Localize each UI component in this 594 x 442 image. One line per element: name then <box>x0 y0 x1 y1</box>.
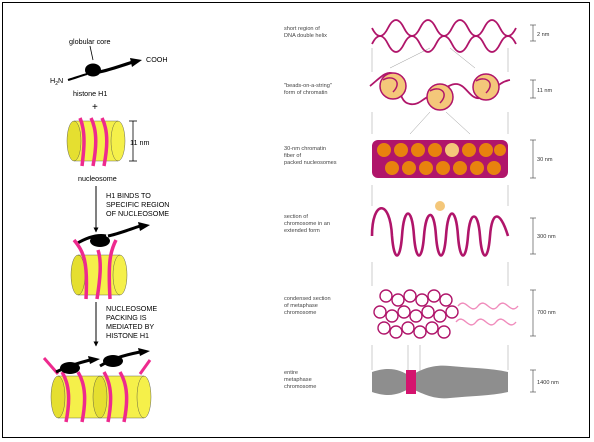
nucleosome-label: nucleosome <box>78 174 117 183</box>
step1-text: H1 BINDS TO SPECIFIC REGION OF NUCLEOSOM… <box>106 191 172 218</box>
histone-h1-molecule <box>68 58 142 80</box>
globular-core-pointer <box>90 46 93 60</box>
nucleosome-1 <box>67 118 125 166</box>
cooh-label: COOH <box>146 55 168 64</box>
plus-sign: + <box>92 102 98 113</box>
scale-700nm: 700 nm <box>537 310 556 316</box>
globular-core-label: globular core <box>69 37 111 46</box>
left-panel: globular core H2N COOH histone H1 + <box>44 37 172 422</box>
scale-300nm: 300 nm <box>537 234 556 240</box>
nucleosome-size-label: 11 nm <box>130 138 149 147</box>
step2-text: NUCLEOSOME PACKING IS MEDIATED BY HISTON… <box>106 304 159 340</box>
dna-double-helix <box>372 20 516 52</box>
30nm-fiber <box>372 140 508 178</box>
beads-on-a-string <box>370 73 510 110</box>
h2n-label: H2N <box>50 76 63 87</box>
packed-nucleosomes <box>44 348 151 422</box>
metaphase-chromosome <box>372 366 508 399</box>
histone-h1-label: histone H1 <box>73 89 107 98</box>
nucleosome-with-h1 <box>71 222 150 299</box>
scale-11nm: 11 nm <box>537 88 552 94</box>
scale-30nm: 30 nm <box>537 157 553 163</box>
scale-1400nm: 1400 nm <box>537 380 559 386</box>
level-label-beads: "beads-on-a-string"form of chromatin <box>284 83 332 96</box>
scale-2nm: 2 nm <box>537 32 550 38</box>
scale-bars <box>530 25 536 392</box>
condensed-chromosome-section <box>374 290 518 338</box>
extended-chromosome-loops <box>372 201 508 256</box>
